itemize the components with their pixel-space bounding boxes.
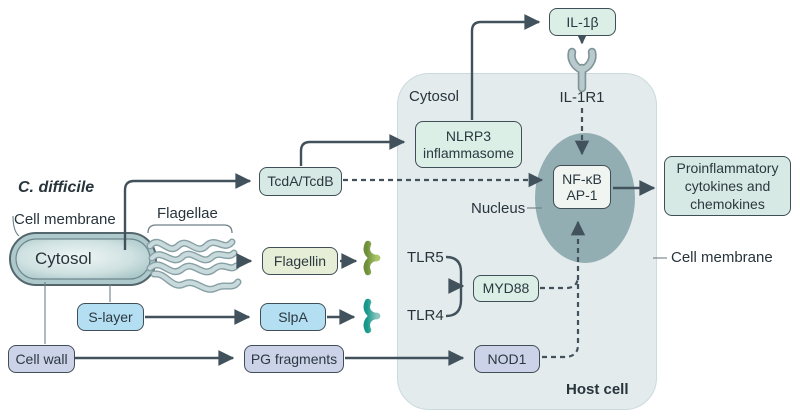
cell-wall-box: Cell wall <box>8 345 75 373</box>
nlrp3-label-line1: NLRP3 <box>445 128 492 145</box>
flagellae-bracket <box>147 224 233 234</box>
proinflammatory-output-label: Proinflammatory cytokines and chemokines <box>676 159 779 213</box>
flagellin-label: Flagellin <box>273 252 327 269</box>
myd88-label: MYD88 <box>482 280 530 297</box>
nod1-box: NOD1 <box>474 345 540 373</box>
il1b-box: IL-1β <box>549 8 616 36</box>
ap1-label: AP-1 <box>566 187 598 203</box>
nlrp3-inflammasome-box: NLRP3 inflammasome <box>415 121 522 168</box>
host-cell-membrane-label: Cell membrane <box>671 249 773 266</box>
il1b-label: IL-1β <box>566 13 599 30</box>
flagella-icon <box>146 238 242 293</box>
tlr4-receptor-icon <box>363 298 398 334</box>
flagellae-label: Flagellae <box>157 205 218 222</box>
slpa-label: SlpA <box>278 308 308 325</box>
myd88-box: MYD88 <box>473 275 539 302</box>
nod1-label: NOD1 <box>487 350 527 367</box>
slpa-box: SlpA <box>260 303 326 331</box>
nlrp3-label-line2: inflammasome <box>422 144 515 161</box>
host-cell-label: Host cell <box>566 381 629 398</box>
s-layer-box: S-layer <box>77 303 144 331</box>
tcda-tcdb-box: TcdA/TcdB <box>259 167 342 196</box>
host-cytosol-label: Cytosol <box>409 88 460 105</box>
nfkb-ap1-box: NF-κB AP-1 <box>553 165 611 209</box>
arrow-tcda-to-nlrp3 <box>299 134 406 166</box>
flagellin-box: Flagellin <box>262 247 338 275</box>
pg-fragments-label: PG fragments <box>250 350 338 367</box>
nfkb-label: NF-κB <box>562 170 602 187</box>
tcda-tcdb-label: TcdA/TcdB <box>267 173 334 190</box>
tlr5-receptor-icon <box>363 240 398 276</box>
cell-wall-label: Cell wall <box>15 350 68 367</box>
pg-fragments-box: PG fragments <box>244 345 344 373</box>
bacterium-cell-membrane-label: Cell membrane <box>14 211 116 228</box>
c-difficile-title: C. difficile <box>18 179 95 196</box>
proinflammatory-output-box: Proinflammatory cytokines and chemokines <box>664 156 791 216</box>
tlr5-label: TLR5 <box>407 249 444 266</box>
s-layer-label: S-layer <box>88 308 133 325</box>
bacterium-cytosol-label: Cytosol <box>35 249 92 268</box>
il1r1-label: IL-1R1 <box>559 89 605 106</box>
nucleus-label: Nucleus <box>471 200 526 217</box>
tlr4-label: TLR4 <box>407 307 444 324</box>
